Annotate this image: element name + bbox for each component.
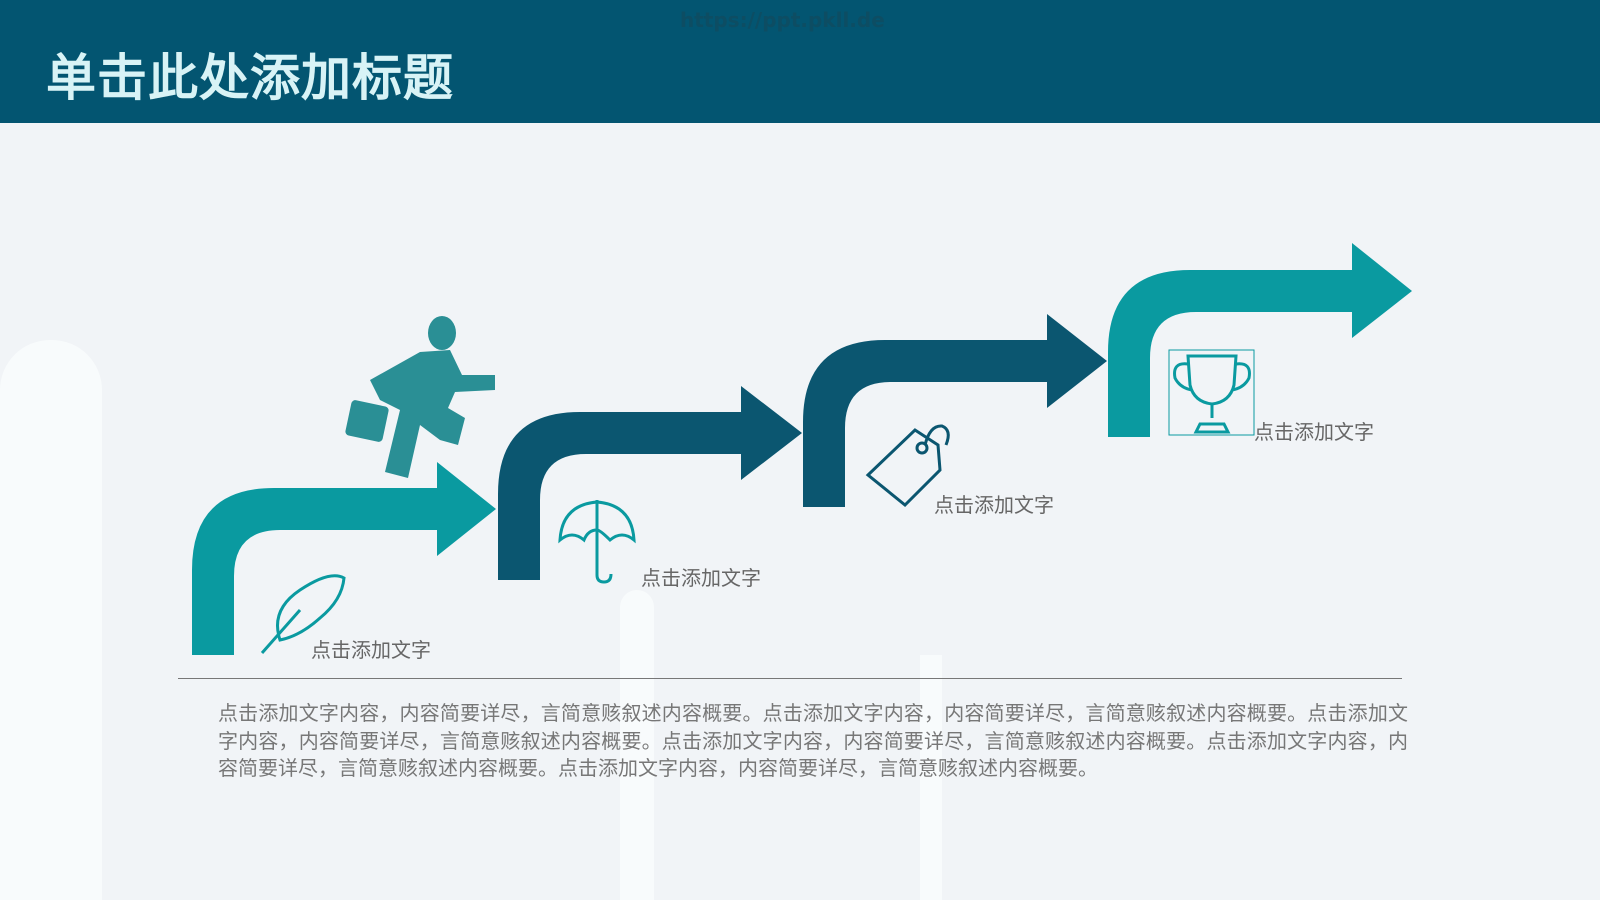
tag-icon [865, 424, 950, 508]
background-decoration [620, 590, 654, 900]
trophy-icon [1173, 354, 1251, 434]
body-text[interactable]: 点击添加文字内容，内容简要详尽，言简意赅叙述内容概要。点击添加文字内容，内容简要… [218, 701, 1408, 780]
businessman-running-icon [345, 316, 495, 478]
step-label-3[interactable]: 点击添加文字 [934, 493, 1054, 517]
step-label-2[interactable]: 点击添加文字 [641, 566, 761, 590]
step-label-1[interactable]: 点击添加文字 [311, 638, 431, 662]
divider [178, 678, 1402, 679]
step-label-4[interactable]: 点击添加文字 [1254, 420, 1374, 444]
step-arrow-1 [192, 462, 496, 655]
header-bar: https://ppt.pkll.de 单击此处添加标题 [0, 0, 1600, 123]
umbrella-icon [558, 500, 636, 584]
feather-icon [260, 574, 346, 654]
step-arrow-3 [803, 314, 1107, 507]
step-arrow-4 [1108, 243, 1412, 437]
background-decoration [0, 340, 102, 900]
trophy-icon-frame [1168, 349, 1255, 436]
slide-title[interactable]: 单击此处添加标题 [46, 49, 454, 107]
step-arrow-2 [498, 386, 802, 580]
watermark: https://ppt.pkll.de [680, 8, 885, 32]
background-decoration [920, 655, 942, 900]
